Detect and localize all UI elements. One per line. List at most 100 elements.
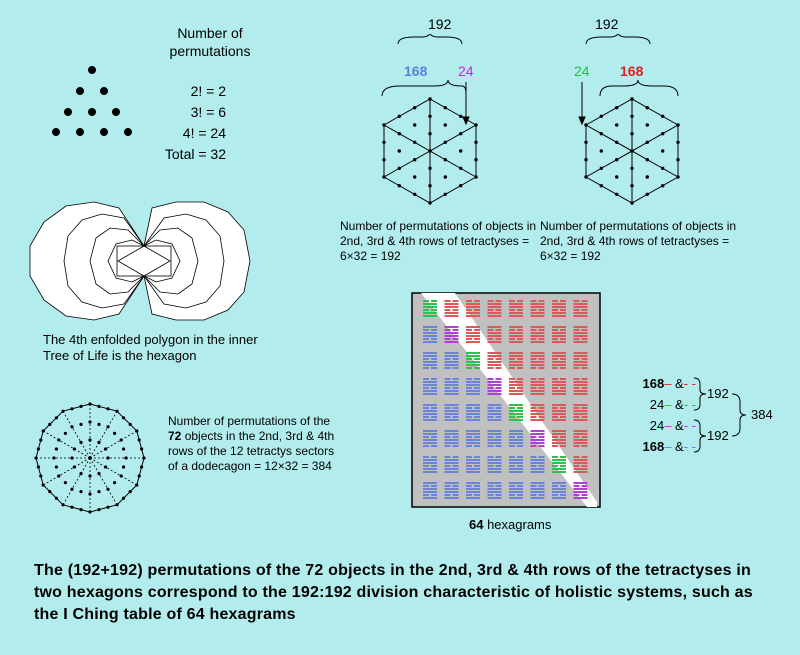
dodecagon-dot [97,404,101,408]
hexagon-dot [615,123,619,127]
iching-caption: 64 hexagrams [469,517,551,532]
dodecagon-dot [128,490,132,494]
hexagram [552,430,566,447]
dodecagon-dot [97,508,101,512]
hex-left-total: 192 [428,16,452,32]
hexagram [466,430,480,447]
hexagram [552,482,566,499]
dodecagon-spoke [89,457,137,486]
hexagon-dot [459,132,463,136]
dodecagon-dot [52,456,56,460]
hexagram [530,352,545,369]
dodecagon-dot [79,440,83,444]
hexagon-dot [474,175,478,179]
dodecagon-dot [97,490,101,494]
hexagram [573,456,588,473]
hexagram [530,456,545,473]
dodecagon-dot [48,490,52,494]
hexagon-dot [599,184,603,188]
dodecagon-caption-line4: of a dodecagon = 12×32 = 384 [168,459,332,473]
dodecagon-dot [115,409,119,413]
dodecagon-spoke [43,457,91,486]
iching-table [411,292,601,508]
hexagon-dot [397,149,401,153]
hex-right-24: 24 [574,63,590,79]
hexagon-left [382,97,478,205]
hexagram [423,300,437,317]
hexagon-dot [459,166,463,170]
hexagram [466,378,480,395]
hexagram [487,404,502,421]
hexagram [444,378,459,395]
dodecagon-dot [135,429,139,433]
dodecagon-dot [97,440,101,444]
hexagon-dot [382,123,386,127]
dodecagon-dot [124,456,128,460]
hexagon-dot [443,158,447,162]
dodecagon-dot [140,465,144,469]
hexagram [509,482,523,499]
hexagram [444,482,459,499]
dodecagon-dot [104,447,108,451]
dodecagon-spoke [62,411,91,459]
dodecagon-dot [48,422,52,426]
dodecagon-dot [137,438,141,442]
hexagon-dot [443,140,447,144]
dodecagon-dot [104,465,108,469]
hexagram [509,430,523,447]
hexagram [487,482,502,499]
dodecagon-dot [54,416,58,420]
hexagram [509,300,523,317]
dodecagon-dot [70,487,74,491]
dodecagon-dot [41,483,45,487]
legend-braces [693,377,747,453]
dodecagon-dot [39,438,43,442]
hexagon-dot [676,175,680,179]
dodecagon-dot [122,465,126,469]
hexagon-dot [413,158,417,162]
hexagon-dot [630,184,634,188]
hexagram [552,456,566,473]
dodecagon-dot [79,422,83,426]
dodecagon-caption-line3: rows of the 12 tetractys sectors [168,444,335,458]
dodecagon-dot [54,447,58,451]
dodecagon-caption-line2: objects in the 2nd, 3rd & 4th [181,429,335,443]
hexagram [573,352,588,369]
hexagram [552,300,566,317]
dodecagon-dot [106,487,110,491]
hexagon-dot [459,184,463,188]
hexagon-dot [428,97,432,101]
hexagram [530,300,545,317]
hexagon-dot [645,192,649,196]
dodecagon-dot [140,447,144,451]
legend-row-3-num: 24 [649,418,665,433]
dodecagon-dot [137,474,141,478]
hexagon-dot [599,166,603,170]
hexagon-dot [584,123,588,127]
dodecagon-caption-72: 72 [168,429,182,443]
legend-row-2: 24– &- - [649,397,696,412]
dodecagon-dot [41,429,45,433]
hexagram [423,404,437,421]
hexagon-dot [428,201,432,205]
hexagram [423,430,437,447]
hexagram [573,404,588,421]
hexagram [509,352,523,369]
perm-row-4: 4! = 24 [182,125,226,141]
hexagram [552,378,566,395]
dodecagon-dot [54,465,58,469]
hexagram [509,326,523,343]
hexagon-dot [443,192,447,196]
hexagon-dot [584,158,588,162]
hexagon-dot [645,158,649,162]
perm-total: Total = 32 [164,146,226,162]
dodecagon-spoke [43,430,91,459]
dodecagon-dot [36,447,40,451]
dodecagon-dot [88,456,92,460]
hexagon-dot [443,175,447,179]
dodecagon-dot [36,465,40,469]
hexagon-dot [599,132,603,136]
legend-row-1: 168– &- - [642,376,696,391]
dodecagon-dot [88,402,92,406]
hexagram [552,404,566,421]
